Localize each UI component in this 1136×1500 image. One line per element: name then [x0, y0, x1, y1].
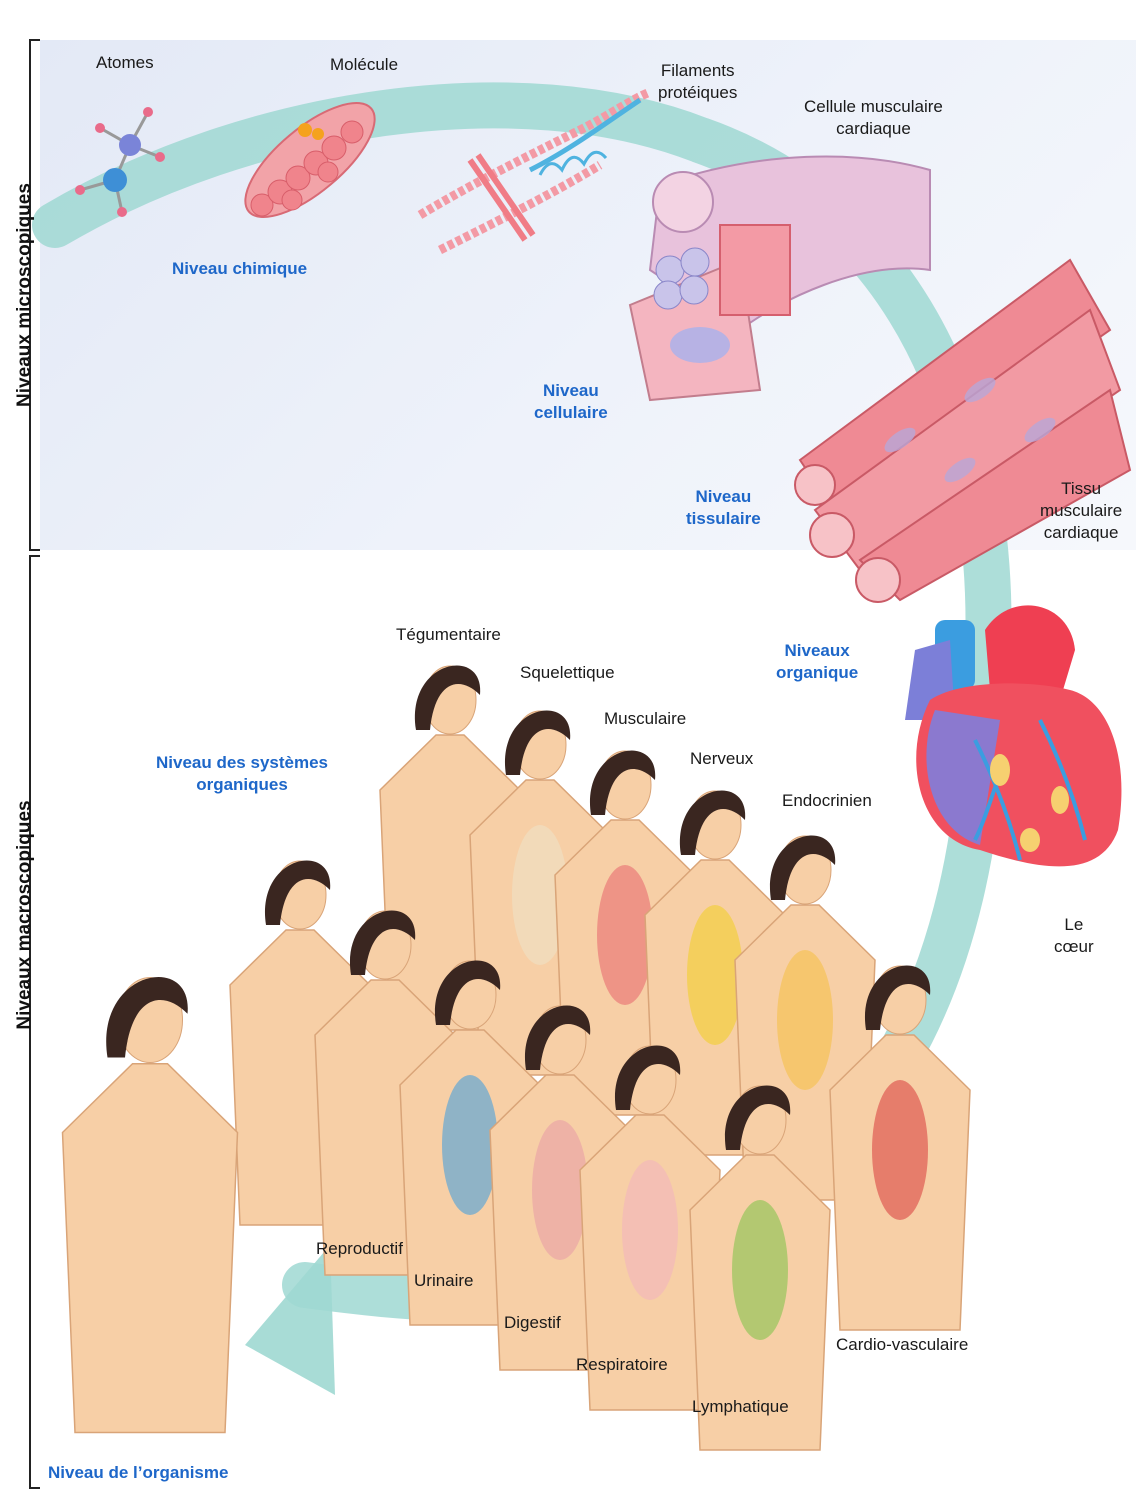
cardiac-cell-label: Cellule musculaire cardiaque [804, 96, 943, 140]
organ-level-line2: organique [776, 663, 859, 683]
system-label-urinary: Urinaire [414, 1271, 474, 1290]
system-label-reproductive: Reproductif [316, 1239, 403, 1258]
chemical-level-label: Niveau chimique [172, 259, 308, 278]
cardiac-tissue-line1: Tissu [1061, 479, 1102, 498]
cardiac-cell-label-line2: cardiaque [836, 119, 911, 139]
body-system-figures [61, 665, 971, 1451]
systems-level-label: Niveau des systèmes organiques [156, 752, 328, 796]
human-figure [61, 976, 239, 1434]
cardiac-tissue-line2: musculaire [1040, 501, 1123, 521]
molecule-label: Molécule [330, 55, 399, 74]
tissue-level-line1: Niveau [695, 487, 752, 506]
micro-side-label: Niveaux microscopiques [14, 183, 35, 407]
arrow-head [245, 1245, 335, 1395]
tissue-level-line2: tissulaire [686, 509, 761, 529]
cellular-level-line2: cellulaire [534, 403, 608, 423]
cellular-level-label: Niveau cellulaire [534, 380, 608, 424]
cellular-level-line1: Niveau [542, 381, 599, 400]
system-label-skeletal: Squelettique [520, 663, 615, 682]
system-label-muscular: Musculaire [604, 709, 687, 728]
cardiac-tissue-label: Tissu musculaire cardiaque [1040, 478, 1122, 544]
atoms-illustration [75, 107, 165, 217]
micro-bracket [29, 39, 40, 551]
human-figure [689, 1085, 831, 1451]
heart-label: Le cœur [1054, 914, 1094, 958]
system-label-respiratory: Respiratoire [576, 1355, 668, 1374]
human-figure [579, 1045, 721, 1411]
molecule-illustration [244, 102, 376, 218]
human-figure [829, 965, 971, 1331]
protein-filaments-illustration [417, 87, 652, 255]
organ-level-line1: Niveaux [784, 641, 850, 660]
system-label-endocrine: Endocrinien [782, 791, 872, 810]
filaments-label-line2: protéiques [658, 83, 738, 103]
heart-label-line2: cœur [1054, 937, 1094, 957]
system-label-cardiovascular: Cardio-vasculaire [836, 1335, 969, 1354]
cardiac-cell-label-line1: Cellule musculaire [804, 97, 943, 116]
cardiac-tissue-line3: cardiaque [1043, 523, 1119, 543]
system-label-integumentary: Tégumentaire [396, 625, 501, 644]
system-label-nervous: Nerveux [690, 749, 754, 768]
heart-illustration [905, 605, 1122, 867]
cardiac-cell-illustration [628, 155, 931, 402]
filaments-label: Filaments protéiques [658, 60, 737, 104]
systems-level-line1: Niveau des systèmes [156, 753, 328, 772]
filaments-label-line1: Filaments [660, 61, 735, 80]
organism-level-label: Niveau de l’organisme [48, 1463, 229, 1482]
tissue-level-label: Niveau tissulaire [686, 486, 761, 530]
organ-level-label: Niveaux organique [776, 640, 858, 684]
macro-bracket [29, 555, 40, 1489]
heart-label-line1: Le [1064, 915, 1084, 934]
system-label-lymphatic: Lymphatique [692, 1397, 789, 1416]
system-label-digestive: Digestif [504, 1313, 561, 1332]
systems-level-line2: organiques [196, 775, 288, 795]
atoms-label: Atomes [96, 53, 154, 72]
cardiac-tissue-illustration [794, 258, 1132, 603]
macro-side-label: Niveaux macroscopiques [14, 800, 35, 1030]
